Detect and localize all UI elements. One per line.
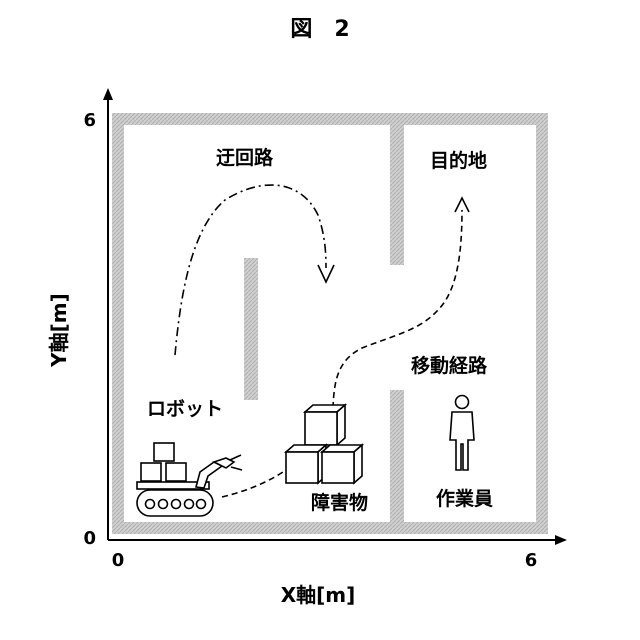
wall-left: [112, 113, 124, 534]
wall-inner-pillar: [244, 258, 258, 400]
robot-wheel: [159, 500, 168, 509]
y-axis-arrowhead: [103, 88, 113, 100]
robot-wheel: [185, 500, 194, 509]
y-tick-min: 0: [83, 528, 96, 549]
label-destination: 目的地: [430, 149, 487, 172]
label-movement-path: 移動経路: [411, 354, 488, 377]
wall-bottom: [112, 522, 548, 534]
obstacle-box-top: [305, 405, 345, 445]
y-tick-max: 6: [83, 110, 96, 131]
robot-cargo-box-left: [141, 463, 161, 481]
robot-wheel: [172, 500, 181, 509]
obstacle-box-left: [286, 445, 326, 483]
robot-wheel: [197, 500, 206, 509]
wall-divider-upper: [390, 125, 404, 265]
wall-top: [112, 113, 548, 125]
x-tick-max: 6: [525, 550, 538, 571]
robot-wheel: [146, 500, 155, 509]
worker-body: [450, 412, 474, 470]
obstacle-boxes: [286, 405, 362, 483]
label-robot: ロボット: [147, 398, 223, 420]
label-obstacle: 障害物: [311, 491, 368, 514]
robot-icon: [137, 443, 242, 516]
robot-gripper-upper: [230, 455, 241, 460]
robot-gripper-lower: [231, 467, 242, 470]
x-tick-min: 0: [112, 550, 125, 571]
obstacle-box-right: [322, 445, 362, 483]
movement-path-segment-robot: [222, 470, 286, 497]
robot-cargo-box-top: [154, 443, 174, 461]
wall-right: [536, 113, 548, 534]
wall-divider-lower: [390, 390, 404, 522]
x-axis-label: X軸[m]: [281, 583, 356, 607]
robot-cargo-box-right: [166, 463, 186, 481]
movement-arrowhead: [455, 198, 469, 212]
worker-head: [456, 396, 469, 409]
worker-icon: [450, 396, 474, 471]
label-detour: 迂回路: [216, 146, 274, 169]
x-axis-arrowhead: [555, 535, 567, 545]
figure-title: 図 2: [290, 17, 349, 42]
label-worker: 作業員: [436, 487, 493, 510]
y-axis-label: Y軸[m]: [47, 293, 71, 368]
